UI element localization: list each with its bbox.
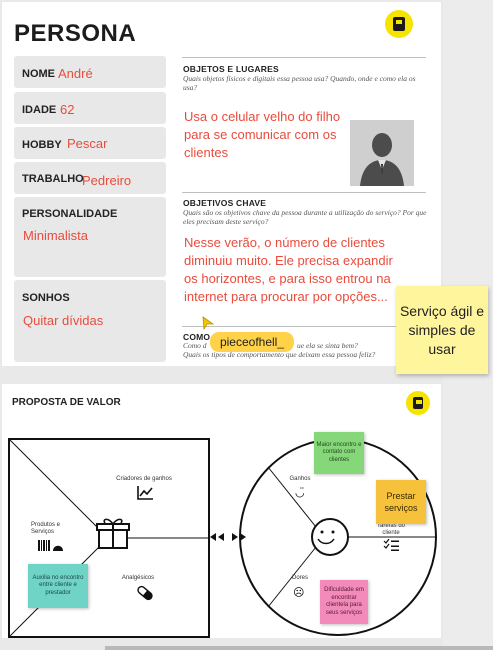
label-dores: Dores <box>291 575 308 581</box>
field-card-sonhos[interactable]: SONHOS Quitar dívidas <box>14 280 166 362</box>
note-yellow[interactable]: Prestar serviços <box>376 480 426 524</box>
section-question-objetivos: Quais são os objetivos chave da pessoa d… <box>183 208 427 226</box>
field-card-personalidade[interactable]: PERSONALIDADE Minimalista <box>14 197 166 277</box>
section-question-como-end: ue ela se sinta bem? <box>297 341 358 350</box>
divider-bottom <box>182 326 426 327</box>
field-label-trabalho: TRABALHO <box>22 173 84 185</box>
section-title-objetivos: OBJETIVOS CHAVE <box>183 198 267 208</box>
person-silhouette-icon <box>350 120 414 186</box>
chart-up-icon <box>137 486 153 500</box>
field-value-hobby: Pescar <box>67 136 108 151</box>
section-answer-objetos: Usa o celular velho do filho para se com… <box>184 109 341 160</box>
smile-icon: ◡̈ <box>295 487 305 499</box>
field-value-trabalho: Pedreiro <box>82 173 132 188</box>
note-pink[interactable]: Dificuldade em encontrar clientela para … <box>320 580 368 624</box>
persona-board[interactable]: PERSONA NOME André IDADE 62 HOBBY Pescar… <box>2 2 441 366</box>
sad-face-icon: ☹ <box>293 587 305 599</box>
field-card-hobby[interactable]: HOBBY Pescar <box>14 127 166 159</box>
barcode-hand-icon <box>38 540 63 551</box>
field-card-nome[interactable]: NOME André <box>14 56 166 88</box>
customer-profile-circle <box>239 438 437 636</box>
logo-icon <box>406 391 430 415</box>
field-label-idade: IDADE <box>22 104 57 116</box>
label-analgesicos: Analgésicos <box>121 575 155 581</box>
proposta-title: PROPOSTA DE VALOR <box>12 397 121 408</box>
note-green[interactable]: Maior encontro e contato com clientes <box>314 432 364 474</box>
section-question-objetos: Quais objetos físicos e digitais essa pe… <box>183 74 416 92</box>
field-card-idade[interactable]: IDADE 62 <box>14 92 166 124</box>
divider-mid <box>182 192 426 193</box>
field-label-hobby: HOBBY <box>22 139 62 151</box>
field-card-trabalho[interactable]: TRABALHO Pedreiro <box>14 162 166 194</box>
collaborator-cursor-tag: pieceofhell_ <box>210 332 294 352</box>
field-label-personalidade: PERSONALIDADE <box>22 208 118 220</box>
persona-title: PERSONA <box>14 20 137 47</box>
label-ganhos: Ganhos <box>289 476 311 482</box>
field-value-idade: 62 <box>60 102 75 117</box>
field-label-nome: NOME <box>22 68 55 80</box>
cursor-pointer-icon <box>202 316 214 330</box>
section-question-como-start: Como d <box>183 341 207 350</box>
section-question-como-2: Quais os tipos de comportamento que deix… <box>183 350 376 359</box>
section-title-como: COMO D <box>183 332 220 342</box>
connector-arrows <box>210 533 246 541</box>
divider-top <box>182 57 426 58</box>
persona-avatar <box>350 120 414 186</box>
logo-icon <box>385 10 413 38</box>
horizontal-scrollbar[interactable] <box>105 646 493 650</box>
pill-icon <box>137 585 153 601</box>
sticky-note[interactable]: Serviço ágil e simples de usar <box>396 286 488 374</box>
gift-icon <box>96 518 130 549</box>
label-produtos: Produtos e Serviços <box>31 522 61 535</box>
note-teal[interactable]: Auxilia no encontro entre cliente e pres… <box>28 564 88 608</box>
field-label-sonhos: SONHOS <box>22 292 70 304</box>
label-tarefas: Tarefas do cliente <box>376 523 406 536</box>
checklist-icon <box>383 539 399 551</box>
proposta-board[interactable]: PROPOSTA DE VALOR Criadores de ganhos Pr… <box>2 384 441 638</box>
field-value-sonhos: Quitar dívidas <box>23 313 104 328</box>
field-value-personalidade: Minimalista <box>23 228 89 243</box>
section-title-objetos: OBJETOS E LUGARES <box>183 64 279 74</box>
label-criadores: Criadores de ganhos <box>116 476 172 482</box>
section-answer-objetivos: Nesse verão, o número de clientes diminu… <box>184 235 393 304</box>
field-value-nome: André <box>58 66 93 81</box>
